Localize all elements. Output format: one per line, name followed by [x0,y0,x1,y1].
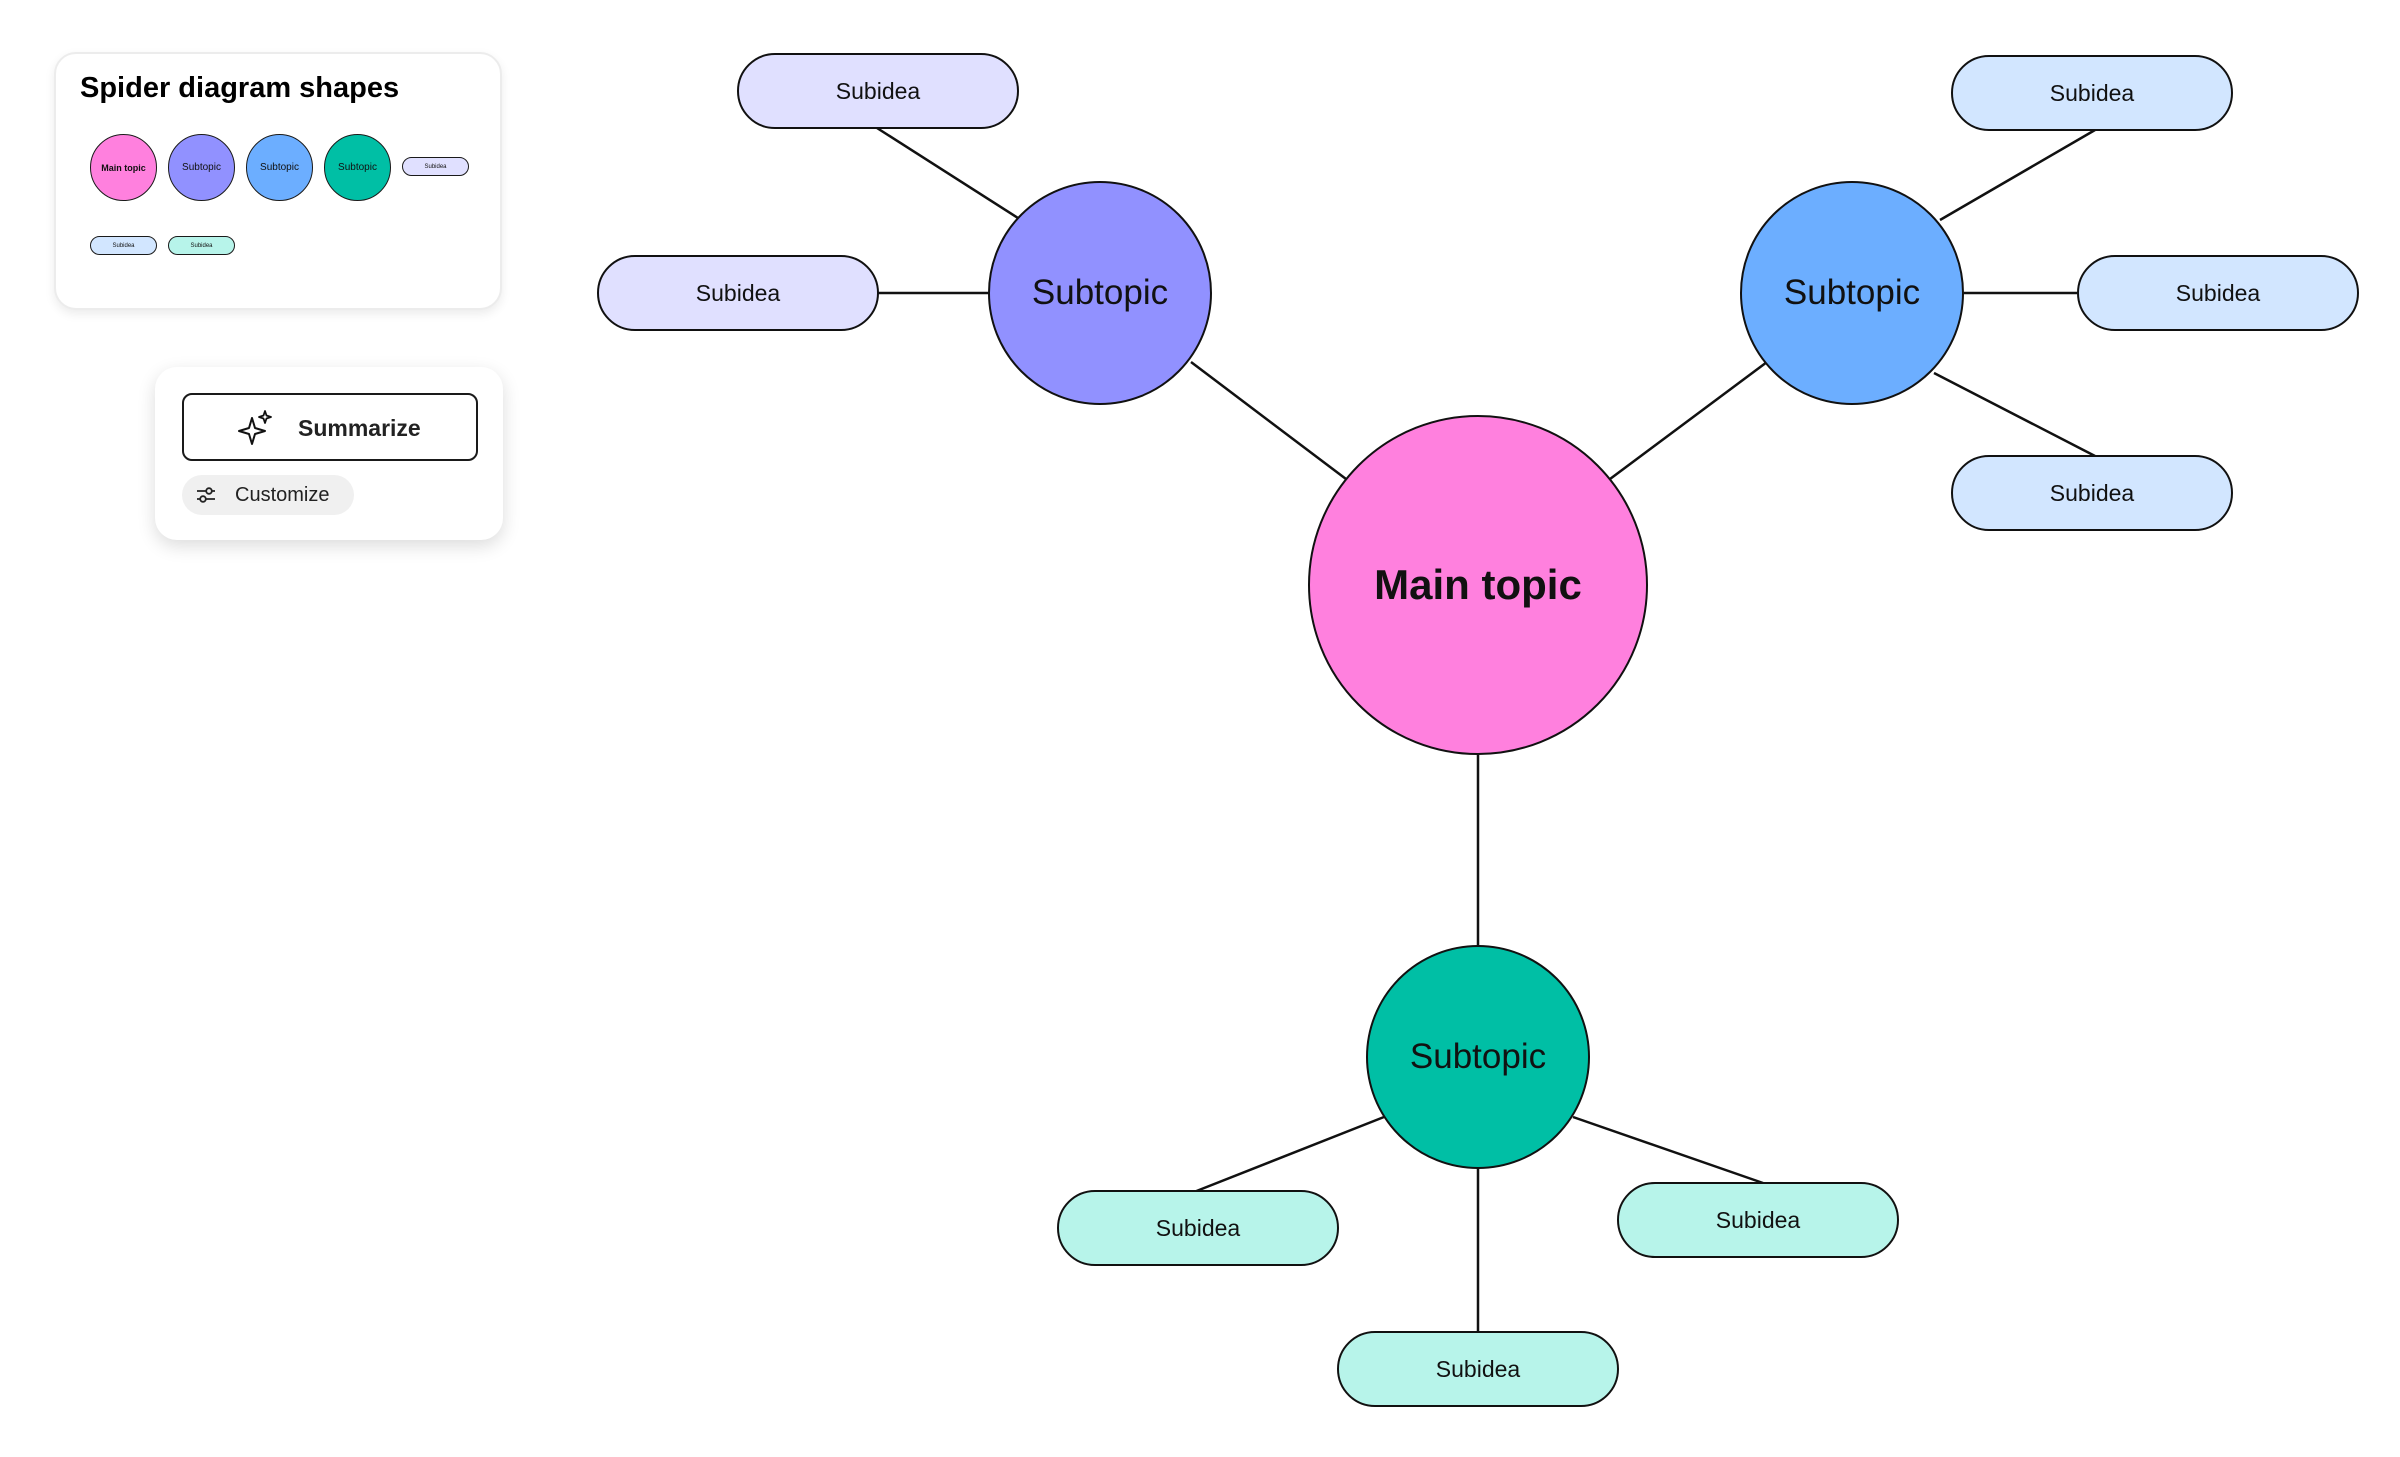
legend-subidea-label: Subidea [190,242,213,249]
legend-subtopic-label: Subtopic [338,162,377,173]
connector-main-right [1609,360,1768,481]
subtopic-label: Subtopic [1783,273,1921,312]
legend-subidea-blue-shape[interactable]: Subidea [90,236,157,255]
subidea-node-bottom-right[interactable]: Subidea [1617,1182,1899,1258]
connector-bottom-left [1193,1115,1385,1194]
subidea-node-right-side[interactable]: Subidea [2077,255,2359,331]
subidea-label: Subidea [2175,279,2261,306]
main-topic-node[interactable]: Main topic [1308,415,1648,755]
legend-subtopic-teal-shape[interactable]: Subtopic [324,134,391,201]
customize-label: Customize [235,484,330,506]
subtopic-node-right[interactable]: Subtopic [1740,181,1964,405]
connector-bottom-right [1572,1115,1764,1185]
legend-main-topic-label: Main topic [101,162,146,173]
subidea-label: Subidea [1715,1206,1801,1233]
legend-subtopic-purple-shape[interactable]: Subtopic [168,134,235,201]
legend-subidea-label: Subidea [424,163,447,170]
subtopic-label: Subtopic [1031,273,1169,312]
legend-subidea-purple-shape[interactable]: Subidea [402,157,469,176]
subtopic-node-left[interactable]: Subtopic [988,181,1212,405]
legend-subidea-teal-shape[interactable]: Subidea [168,236,235,255]
connector-right-bottom [1933,371,2096,458]
connector-main-left [1190,361,1347,480]
legend-main-topic-shape[interactable]: Main topic [90,134,157,201]
subidea-node-bottom-mid[interactable]: Subidea [1337,1331,1619,1407]
subidea-node-bottom-left[interactable]: Subidea [1057,1190,1339,1266]
customize-button[interactable]: Customize [182,475,354,515]
subidea-label: Subidea [835,77,921,104]
connector-left-top [876,126,1019,220]
subidea-label: Subidea [1435,1355,1521,1382]
subidea-node-right-top[interactable]: Subidea [1951,55,2233,131]
legend-subtopic-label: Subtopic [260,162,299,173]
subidea-node-left-side[interactable]: Subidea [597,255,879,331]
subtopic-label: Subtopic [1409,1037,1547,1076]
subidea-label: Subidea [2049,479,2135,506]
subtopic-node-bottom[interactable]: Subtopic [1366,945,1590,1169]
subidea-label: Subidea [695,279,781,306]
legend-title: Spider diagram shapes [80,72,400,104]
summarize-label: Summarize [298,415,421,441]
legend-card: Spider diagram shapes Main topic Subtopi… [54,52,502,310]
legend-subtopic-label: Subtopic [182,162,221,173]
subidea-node-left-top[interactable]: Subidea [737,53,1019,129]
ai-actions-card: Summarize Customize [155,367,503,540]
summarize-button[interactable]: Summarize [182,393,478,461]
subidea-node-right-bottom[interactable]: Subidea [1951,455,2233,531]
legend-subidea-label: Subidea [112,242,135,249]
main-topic-label: Main topic [1374,561,1582,608]
legend-subtopic-blue-shape[interactable]: Subtopic [246,134,313,201]
sliders-icon [197,487,215,503]
sparkle-icon [238,410,272,445]
subidea-label: Subidea [2049,79,2135,106]
subidea-label: Subidea [1155,1214,1241,1241]
connector-right-top [1939,128,2096,222]
